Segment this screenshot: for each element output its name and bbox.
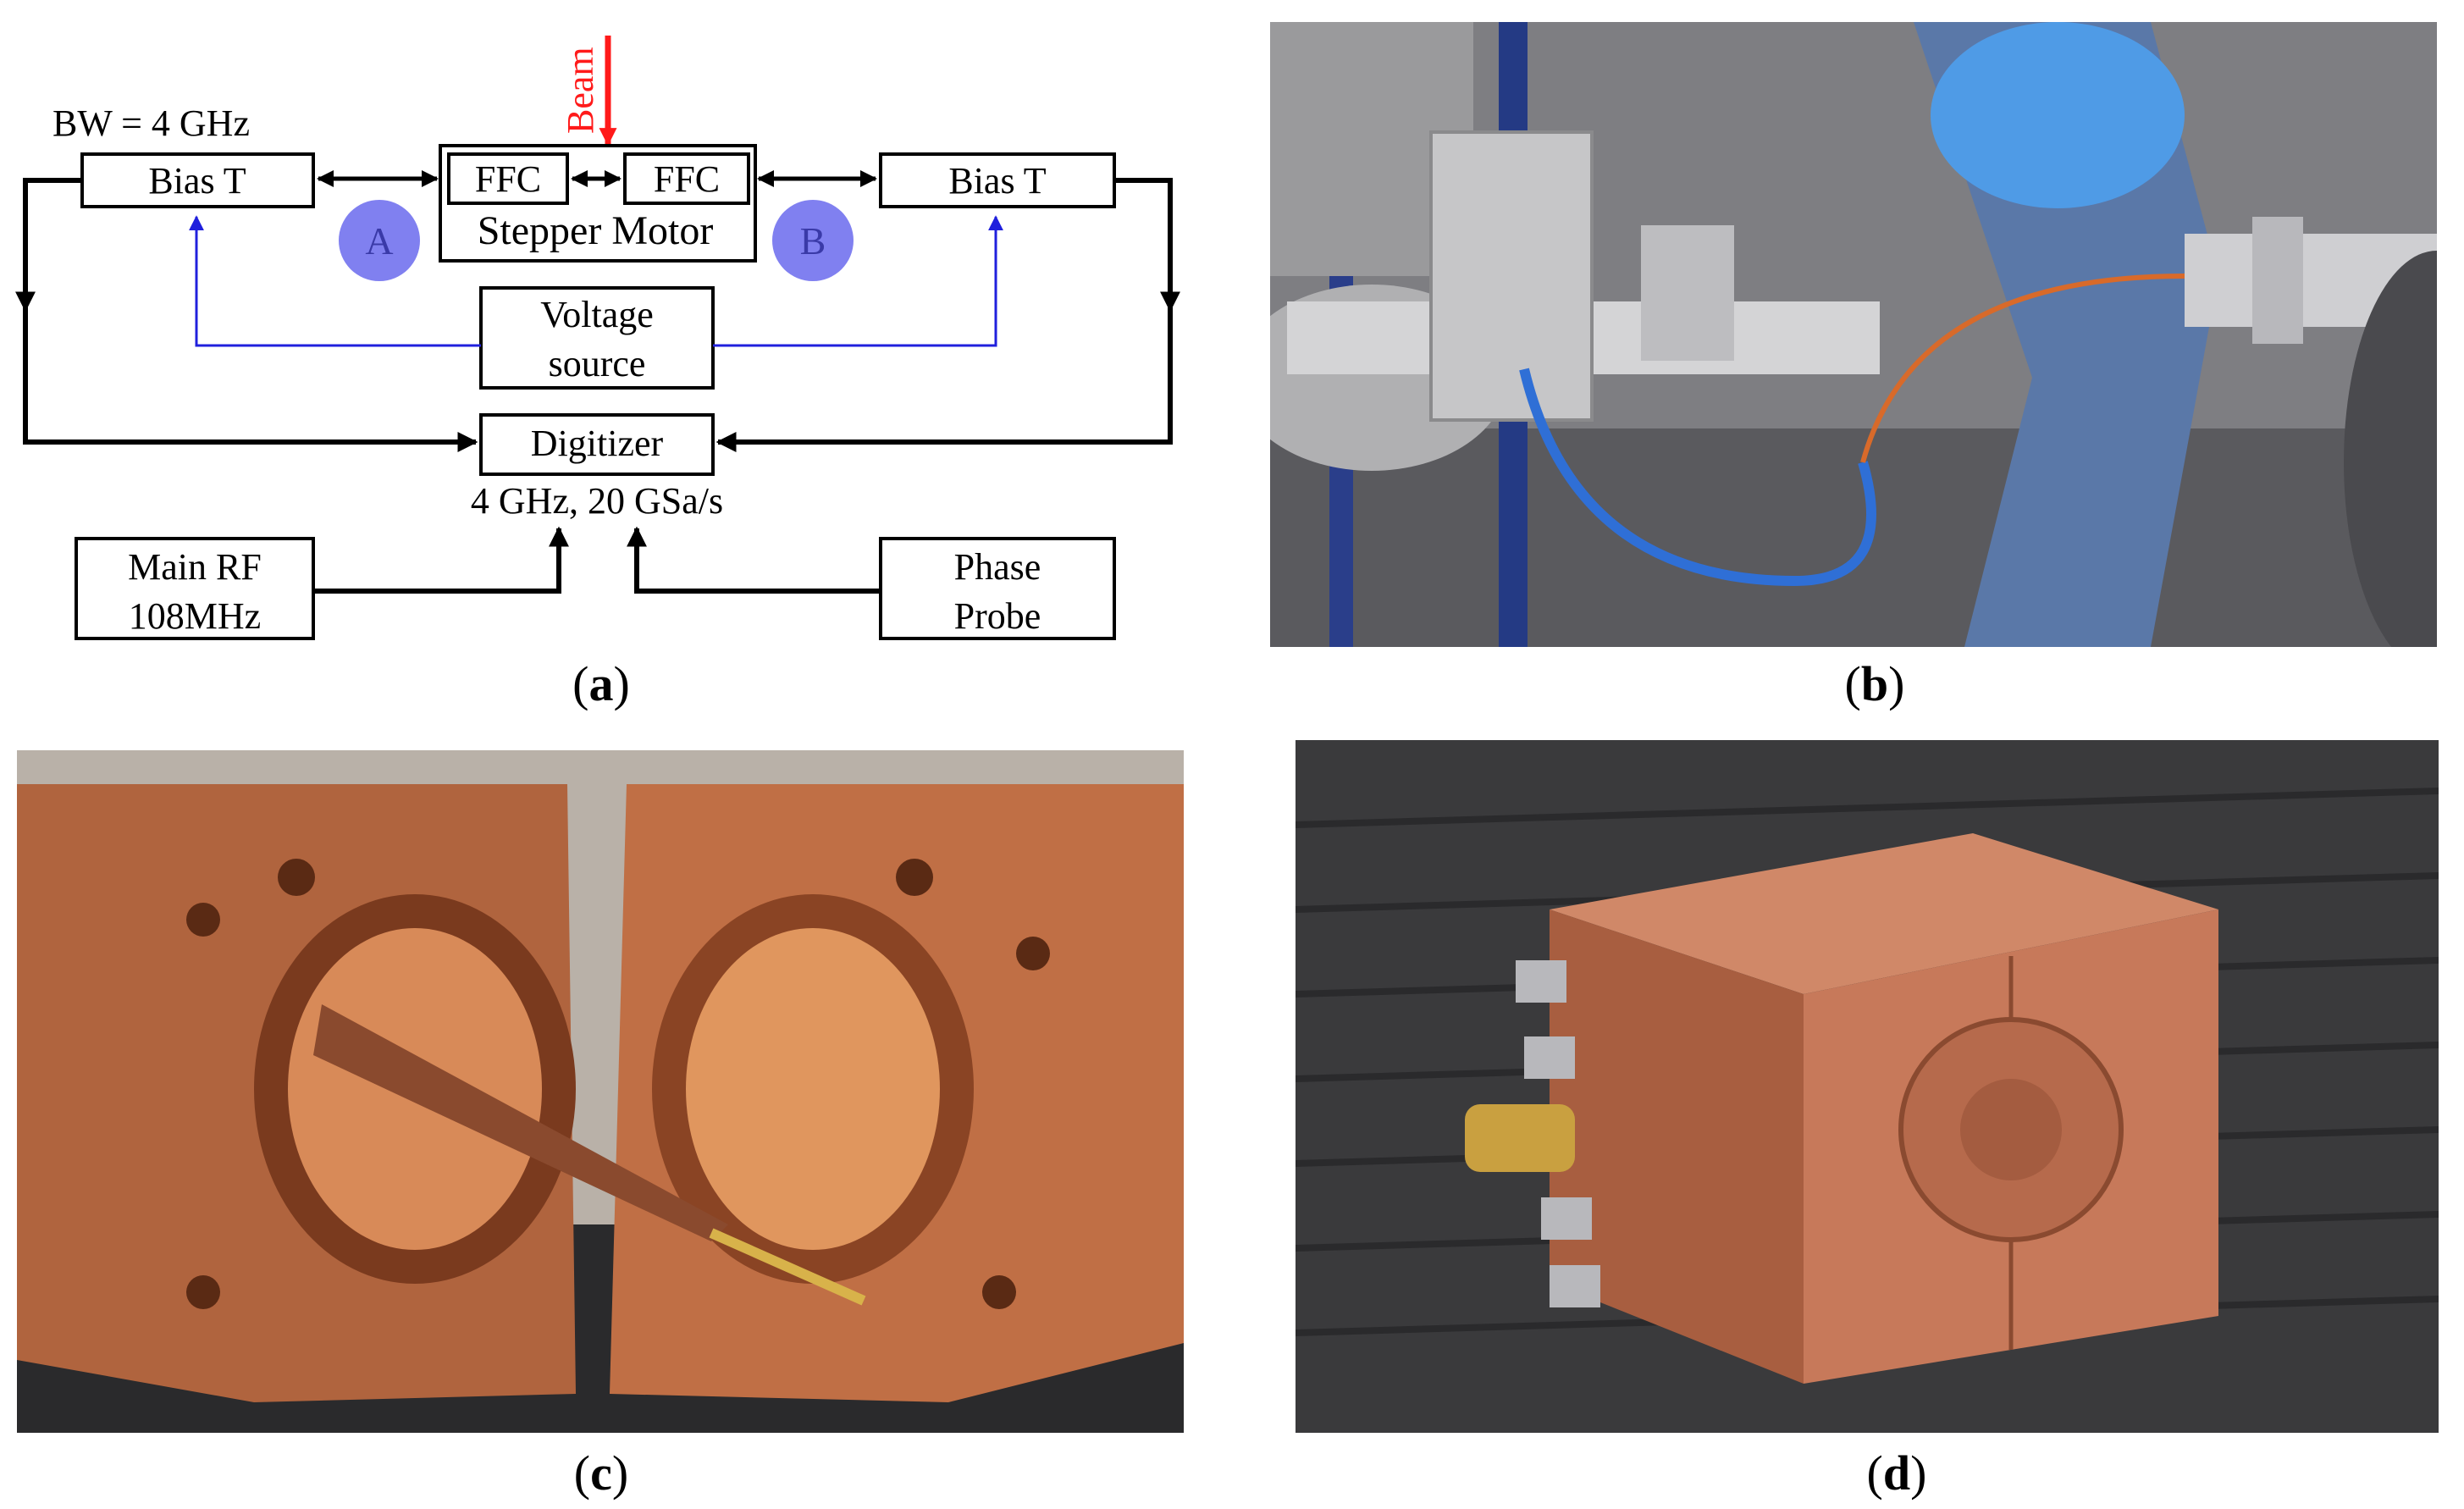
voltage-wire-left	[189, 215, 481, 347]
phase-probe-wire	[627, 526, 881, 594]
bandwidth-label: BW = 4 GHz	[52, 102, 250, 144]
phase-probe-block: Phase Probe	[879, 537, 1116, 640]
caption-d: (d)	[1866, 1445, 1927, 1501]
caption-b: (b)	[1844, 656, 1905, 711]
bias-t-left-block: Bias T	[80, 152, 315, 208]
bias-t-right-label: Bias T	[948, 160, 1046, 202]
main-rf-wire	[313, 526, 569, 594]
bias-t-right-block: Bias T	[879, 152, 1116, 208]
photo-c-copper-halves	[17, 750, 1184, 1433]
caption-c: (c)	[573, 1445, 629, 1501]
digitizer-spec: 4 GHz, 20 GSa/s	[471, 480, 723, 522]
beam-label: Beam	[560, 47, 601, 134]
marker-b	[772, 200, 854, 281]
ffc-right-label: FFC	[654, 158, 720, 200]
digitizer-label: Digitizer	[531, 423, 664, 464]
ffc-left-label: FFC	[475, 158, 541, 200]
voltage-wire-right	[713, 215, 1003, 347]
digitizer-block: Digitizer	[479, 413, 715, 476]
main-rf-label-2: 108MHz	[129, 595, 261, 637]
stepper-motor-block: FFC FFC Stepper Motor	[439, 144, 757, 263]
marker-a	[339, 200, 420, 281]
main-rf-label-1: Main RF	[128, 546, 262, 588]
voltage-source-label-1: Voltage	[540, 294, 654, 335]
caption-a: (a)	[572, 656, 630, 711]
stepper-motor-label: Stepper Motor	[478, 208, 714, 253]
voltage-source-label-2: source	[549, 343, 646, 384]
main-rf-block: Main RF 108MHz	[75, 537, 315, 640]
marker-a-label: A	[365, 219, 393, 263]
phase-probe-label-2: Probe	[954, 595, 1041, 637]
voltage-source-block: Voltage source	[479, 286, 715, 390]
block-diagram: BW = 4 GHz Beam Bias T Bias T FFC FFC St…	[14, 36, 1180, 640]
photo-d-assembled-cavity	[1296, 740, 2439, 1433]
phase-probe-label-1: Phase	[954, 546, 1041, 588]
bias-t-left-label: Bias T	[148, 160, 246, 202]
photo-b-beamline-assembly	[1270, 22, 2437, 647]
marker-b-label: B	[800, 219, 826, 263]
